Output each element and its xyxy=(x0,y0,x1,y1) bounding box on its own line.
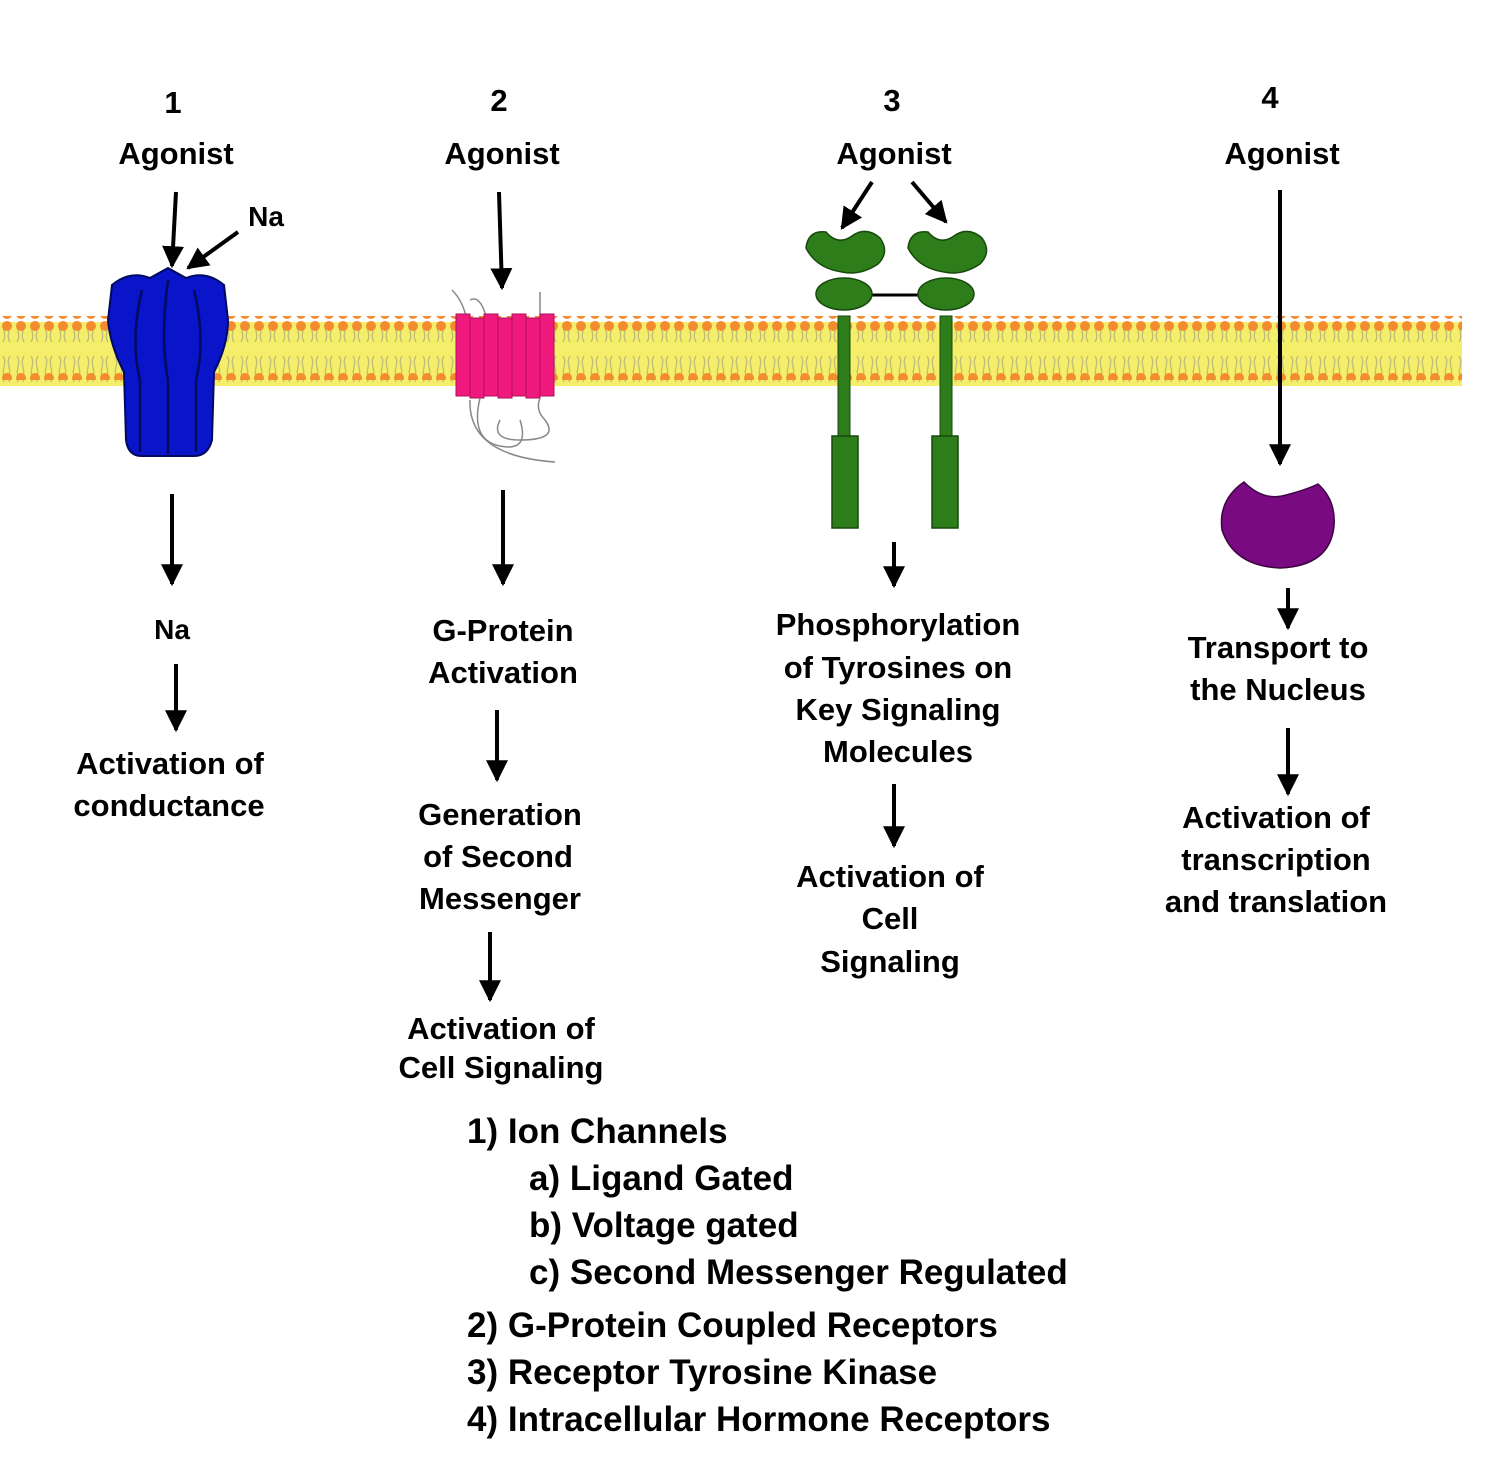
receptor-number-2: 2 xyxy=(490,83,507,118)
step-3-2: Key Signaling xyxy=(796,692,1001,727)
receptor-class-legend: 1) Ion Channels a) Ligand Gated b) Volta… xyxy=(467,1108,1068,1443)
arrow xyxy=(910,180,948,224)
step-3-3: Molecules xyxy=(823,734,973,769)
receptor-number-1: 1 xyxy=(164,85,181,120)
step-4-0: Transport to xyxy=(1188,630,1369,665)
arrow xyxy=(162,191,185,269)
agonist-label-1: Agonist xyxy=(118,136,233,171)
step-3-5: Cell xyxy=(862,901,919,936)
ion-channel-receptor xyxy=(106,266,230,457)
legend-rtk: 3) Receptor Tyrosine Kinase xyxy=(467,1353,938,1392)
arrows xyxy=(161,180,1299,1003)
legend-gpcr: 2) G-Protein Coupled Receptors xyxy=(467,1306,998,1345)
agonist-label-3: Agonist xyxy=(836,136,951,171)
step-3-6: Signaling xyxy=(820,944,960,979)
step-1-2: conductance xyxy=(73,788,264,823)
rtk-receptor xyxy=(805,230,988,529)
step-3-0: Phosphorylation xyxy=(776,607,1021,642)
step-3-1: of Tyrosines on xyxy=(784,650,1013,685)
receptor-number-3: 3 xyxy=(883,83,900,118)
legend-ligand-gated: a) Ligand Gated xyxy=(529,1159,794,1198)
gpcr-receptor xyxy=(451,289,556,463)
arrow xyxy=(186,230,240,270)
ion-label-na: Na xyxy=(248,201,284,232)
step-2-1: Activation xyxy=(428,655,578,690)
cell-membrane xyxy=(0,316,1462,386)
step-1-0: Na xyxy=(154,614,190,645)
step-2-2: Generation xyxy=(418,797,582,832)
receptor-number-4: 4 xyxy=(1261,80,1279,115)
step-4-2: Activation of xyxy=(1182,800,1370,835)
intracellular-receptor xyxy=(1220,481,1335,569)
step-4-1: the Nucleus xyxy=(1190,672,1366,707)
step-2-0: G-Protein xyxy=(432,613,573,648)
legend-second-messenger-regulated: c) Second Messenger Regulated xyxy=(529,1253,1068,1292)
step-4-3: transcription xyxy=(1181,842,1370,877)
step-2-5: Activation of xyxy=(407,1011,595,1046)
arrow xyxy=(840,180,874,230)
step-2-4: Messenger xyxy=(419,881,581,916)
step-1-1: Activation of xyxy=(76,746,264,781)
legend-intracellular: 4) Intracellular Hormone Receptors xyxy=(467,1400,1051,1439)
arrow xyxy=(490,191,513,291)
step-2-6: Cell Signaling xyxy=(399,1050,604,1085)
legend-ion-channels: 1) Ion Channels xyxy=(467,1112,728,1151)
step-3-4: Activation of xyxy=(796,859,984,894)
agonist-label-2: Agonist xyxy=(444,136,559,171)
legend-voltage-gated: b) Voltage gated xyxy=(529,1206,799,1245)
step-4-4: and translation xyxy=(1165,884,1387,919)
agonist-label-4: Agonist xyxy=(1224,136,1339,171)
step-2-3: of Second xyxy=(423,839,573,874)
